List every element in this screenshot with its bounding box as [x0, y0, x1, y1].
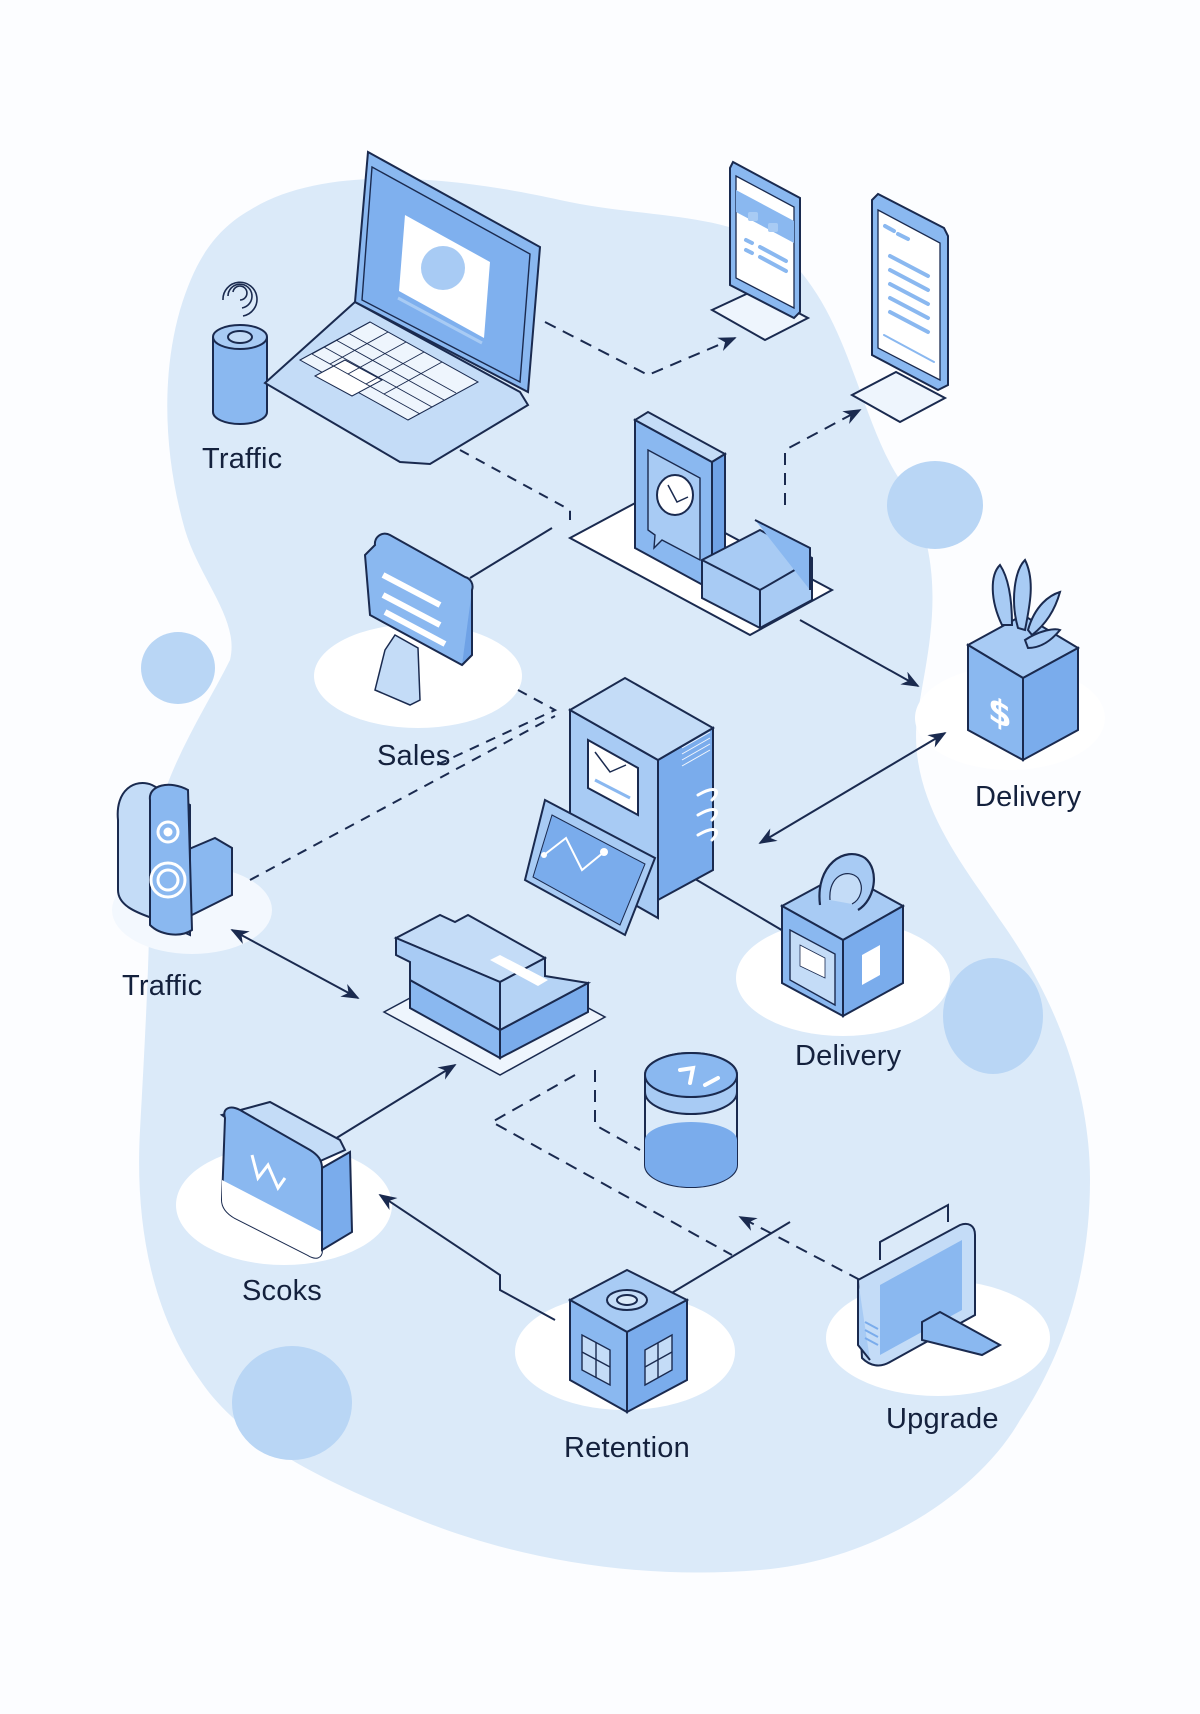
label-delivery-center: Delivery — [795, 1040, 902, 1072]
edge-hub-moneybox — [799, 619, 920, 687]
edge-hub-phone — [784, 409, 862, 505]
edge-router-terminal — [489, 1074, 733, 1256]
gear-cube-icon[interactable] — [567, 1268, 690, 1414]
edge-speaker-server — [249, 715, 556, 881]
accent-circle — [943, 958, 1043, 1074]
loudspeaker-icon[interactable] — [116, 782, 233, 937]
phone-icon[interactable] — [849, 192, 949, 424]
edge-server-padlock — [684, 872, 786, 933]
chat-clock-icon[interactable] — [567, 410, 835, 637]
card-terminal-icon[interactable] — [856, 1203, 1003, 1367]
edge-router-database — [594, 1070, 641, 1151]
accent-circle — [141, 632, 215, 704]
edge-cube-wallet — [378, 1194, 556, 1321]
label-scoks: Scoks — [242, 1275, 322, 1307]
receipt-printer-icon[interactable] — [363, 532, 474, 706]
wallet-icon[interactable] — [219, 1100, 354, 1259]
accent-circle — [887, 461, 983, 549]
label-upgrade: Upgrade — [886, 1403, 999, 1435]
edge-wallet-router — [329, 1064, 457, 1143]
edge-printer-server — [429, 689, 558, 769]
label-sales: Sales — [377, 740, 451, 772]
edge-printer-hub — [469, 527, 553, 579]
label-traffic-top: Traffic — [202, 443, 283, 475]
router-box-icon[interactable] — [382, 913, 607, 1076]
accent-circle — [232, 1346, 352, 1460]
cylinder-speaker-icon[interactable] — [212, 281, 268, 425]
edge-terminal-arrow — [738, 1216, 861, 1281]
edges — [230, 321, 947, 1321]
label-delivery-right: Delivery — [975, 781, 1082, 813]
padlock-box-icon[interactable] — [779, 853, 906, 1018]
edge-laptop-hub — [459, 449, 571, 520]
label-retention: Retention — [564, 1432, 690, 1464]
edge-speaker-router — [230, 929, 360, 999]
laptop-icon[interactable] — [263, 150, 542, 466]
dollar-plant-box-icon[interactable]: $ — [965, 558, 1081, 762]
tablet-icon[interactable] — [709, 160, 811, 342]
label-traffic-left: Traffic — [122, 970, 203, 1002]
edge-moneybox-server — [758, 732, 947, 844]
database-jar-icon[interactable] — [644, 1052, 738, 1188]
svg-text:$: $ — [988, 688, 1012, 738]
edge-cube-terminal — [659, 1221, 791, 1301]
analytics-tablet-icon[interactable] — [523, 798, 657, 937]
